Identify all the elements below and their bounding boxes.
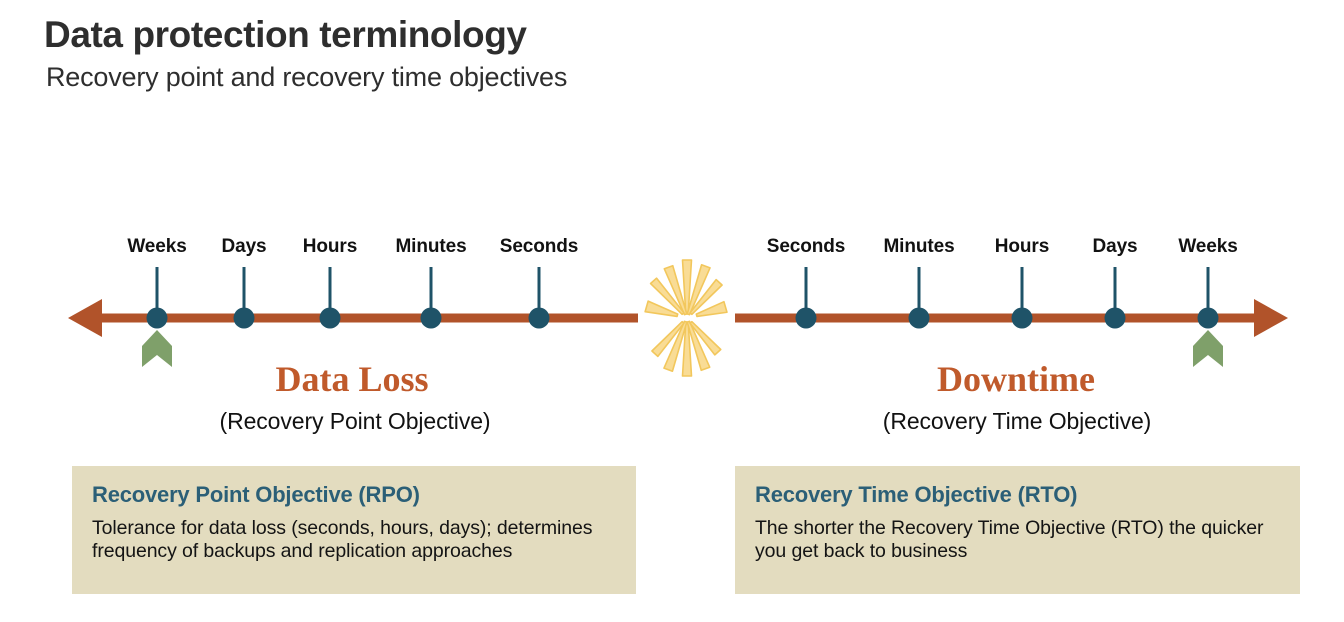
tick-label-downtime-4: Weeks: [1178, 236, 1238, 257]
info-box-rpo: Recovery Point Objective (RPO) Tolerance…: [72, 466, 636, 594]
chevron-marker-icon: [1193, 330, 1223, 367]
tick-label-data-loss-2: Hours: [302, 236, 358, 257]
tick-dot: [528, 307, 550, 329]
tick-dot: [1197, 307, 1219, 329]
tick-dot: [233, 307, 255, 329]
page-title: Data protection terminology: [44, 14, 527, 55]
tick-label-downtime-0: Seconds: [766, 236, 846, 257]
burst-ray: [651, 320, 685, 358]
caption-data-loss: Data Loss: [275, 359, 429, 399]
subcaption-data-loss: (Recovery Point Objective): [219, 408, 491, 434]
tick-label-downtime-1: Minutes: [883, 236, 955, 257]
tick-dot: [420, 307, 442, 329]
info-box-rto: Recovery Time Objective (RTO) The shorte…: [735, 466, 1300, 594]
caption-downtime: Downtime: [937, 359, 1095, 399]
tick-label-data-loss-0: Weeks: [127, 236, 187, 257]
burst-ray: [663, 320, 688, 373]
info-box-rto-body: The shorter the Recovery Time Objective …: [755, 517, 1264, 562]
tick-label-data-loss-1: Days: [221, 236, 267, 257]
info-box-rpo-body: Tolerance for data loss (seconds, hours,…: [92, 517, 593, 562]
burst-ray: [695, 300, 728, 318]
tick-label-data-loss-3: Minutes: [395, 236, 467, 257]
arrowhead-right-icon: [1254, 299, 1288, 337]
tick-dot: [1104, 307, 1126, 329]
tick-dot: [908, 307, 930, 329]
burst-ray: [689, 320, 722, 356]
burst-ray: [649, 277, 685, 316]
tick-dot: [319, 307, 341, 329]
arrowhead-left-icon: [68, 299, 102, 337]
info-box-rpo-heading: Recovery Point Objective (RPO): [92, 482, 420, 507]
info-box-rto-heading: Recovery Time Objective (RTO): [755, 482, 1078, 507]
tick-dot: [146, 307, 168, 329]
page-subtitle: Recovery point and recovery time objecti…: [46, 62, 568, 92]
burst-ray: [686, 263, 711, 316]
burst-ray: [689, 278, 723, 316]
tick-label-downtime-3: Days: [1092, 236, 1138, 257]
tick-dot: [1011, 307, 1033, 329]
timeline-markers: [142, 267, 1223, 367]
burst-ray: [663, 264, 688, 316]
burst-ray: [644, 300, 679, 318]
tick-label-data-loss-4: Seconds: [499, 236, 579, 257]
tick-label-downtime-2: Hours: [994, 236, 1050, 257]
chevron-marker-icon: [142, 330, 172, 367]
tick-dot: [795, 307, 817, 329]
burst-icon: [644, 259, 728, 377]
subcaption-downtime: (Recovery Time Objective): [882, 408, 1152, 434]
burst-ray: [686, 320, 711, 372]
